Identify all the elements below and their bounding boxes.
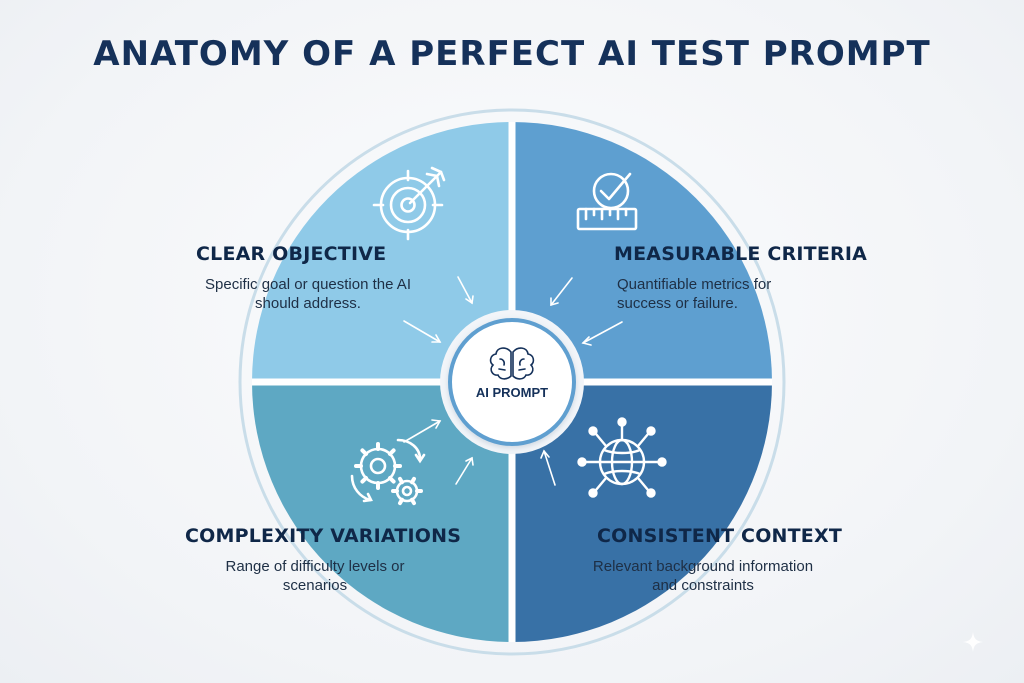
description-line: success or failure. — [617, 295, 738, 312]
arrow-icon — [581, 321, 623, 346]
description-line: scenarios — [282, 577, 348, 594]
gear-tooth — [410, 497, 416, 506]
measurable-criteria-description: Quantifiable metrics for success or fail… — [617, 275, 827, 313]
gear-tooth — [398, 476, 404, 485]
description-line: Specific goal or question the AI — [205, 276, 411, 293]
center-label: AI PROMPT — [475, 385, 549, 400]
clear-objective-heading: CLEAR OBJECTIVE — [196, 243, 387, 265]
gears-icon — [350, 438, 426, 506]
gear-tooth — [388, 476, 396, 484]
description-line: should address. — [255, 295, 361, 312]
quadrants — [252, 122, 772, 642]
arrow-icon — [455, 456, 474, 485]
gear-tooth — [410, 476, 416, 485]
sparkle-icon — [963, 632, 983, 652]
arrow-icon — [457, 276, 474, 305]
consistent-context-description: Relevant background information and cons… — [578, 557, 828, 595]
complexity-variations-description: Range of difficulty levels or scenarios — [190, 557, 440, 595]
globe-network-icon — [577, 417, 667, 498]
gear-tooth — [360, 476, 368, 484]
pointer-arrows — [403, 276, 623, 486]
gear-tooth — [388, 448, 396, 456]
gear-tooth — [360, 448, 368, 456]
arrow-icon — [550, 277, 573, 307]
checkmark-ruler-icon — [576, 172, 638, 231]
quadrant-clear-objective — [252, 122, 512, 382]
quadrant-consistent-context — [512, 382, 772, 642]
arrow-icon — [540, 449, 556, 486]
arrow-icon — [403, 320, 442, 343]
measurable-criteria-heading: MEASURABLE CRITERIA — [614, 243, 868, 265]
gear-tooth — [398, 497, 404, 506]
description-line: and constraints — [652, 577, 754, 594]
clear-objective-description: Specific goal or question the AI should … — [188, 275, 428, 313]
description-line: Relevant background information — [592, 558, 814, 575]
target-arrow-icon — [372, 166, 446, 241]
page-title: ANATOMY OF A PERFECT AI TEST PROMPT — [93, 34, 931, 74]
arrow-icon — [403, 419, 442, 443]
consistent-context-heading: CONSISTENT CONTEXT — [597, 525, 842, 547]
complexity-variations-heading: COMPLEXITY VARIATIONS — [185, 525, 462, 547]
outer-ring — [238, 108, 786, 656]
description-line: Quantifiable metrics for — [617, 276, 772, 293]
quadrant-measurable-criteria — [512, 122, 772, 382]
brain-icon — [489, 347, 535, 380]
center-circle — [448, 318, 576, 446]
description-line: Range of difficulty levels or — [225, 558, 405, 575]
quadrant-complexity-variations — [252, 382, 512, 642]
